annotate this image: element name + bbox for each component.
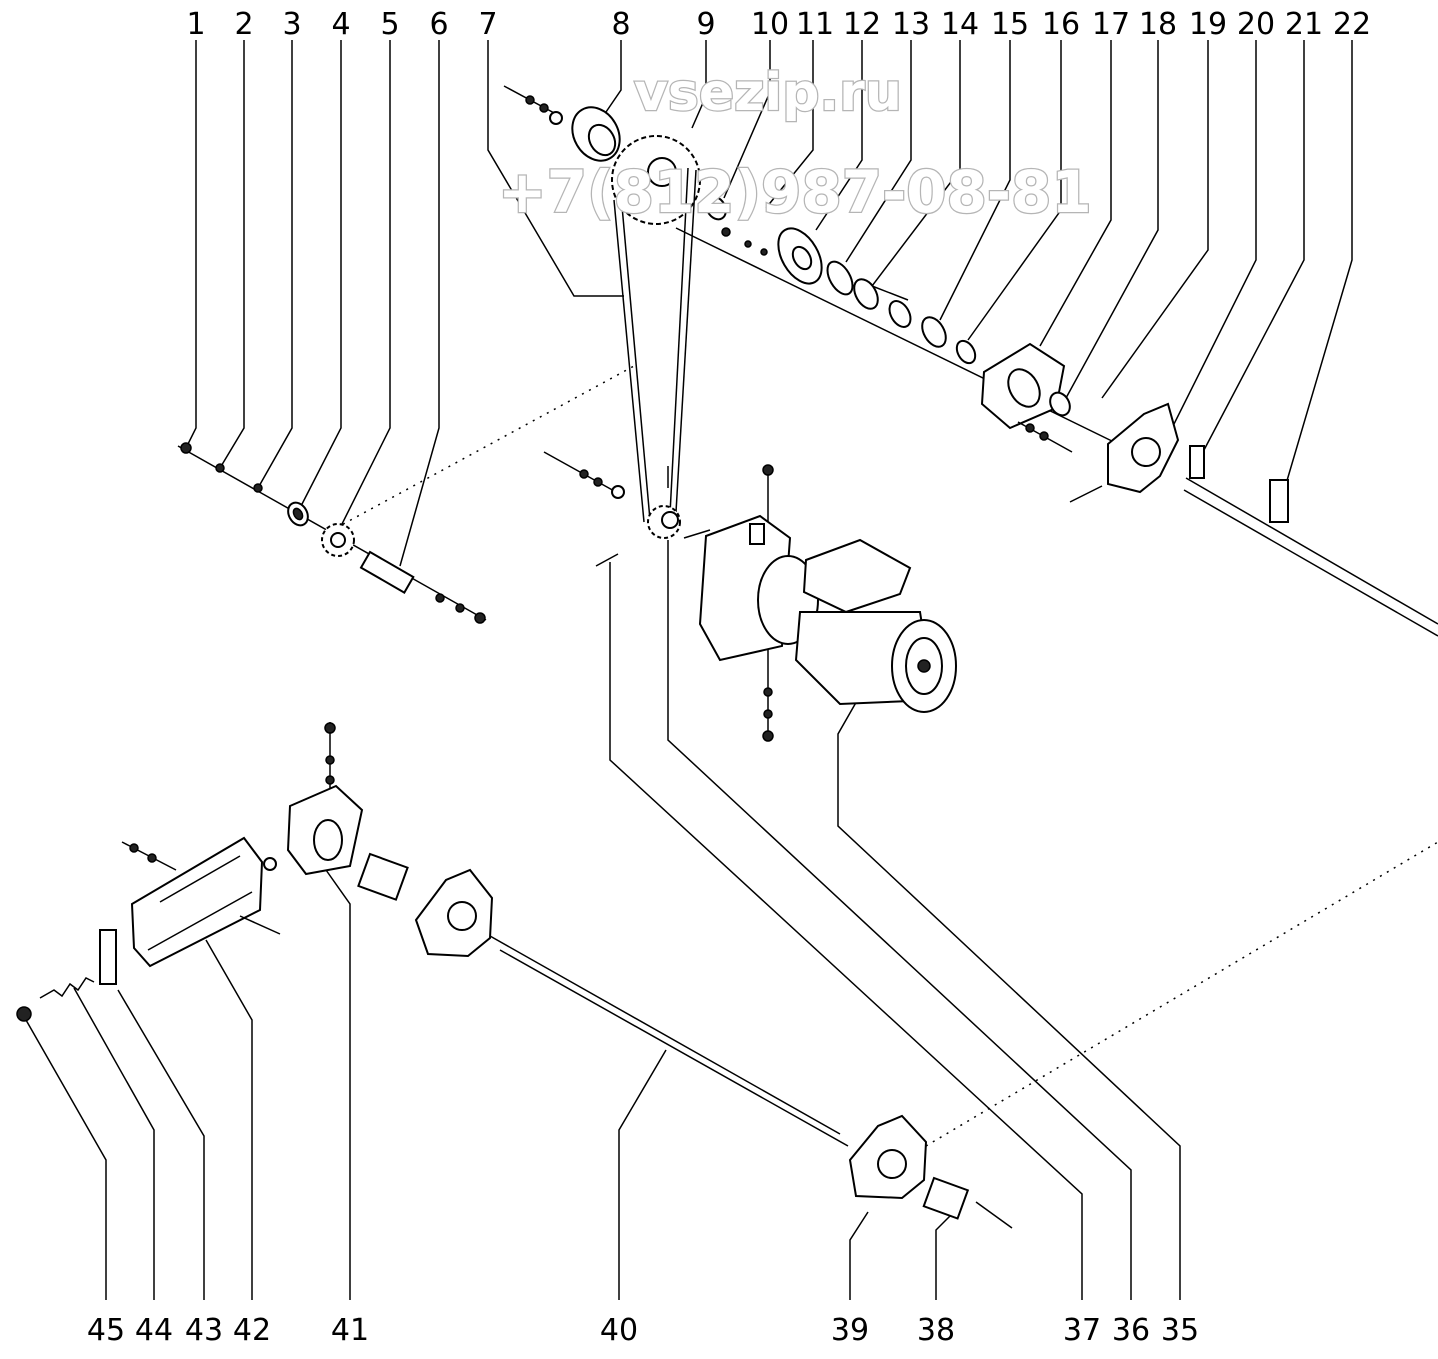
leader-lines-bottom (25, 540, 1181, 1300)
callouts-bottom: 45 44 43 42 41 40 39 38 37 36 35 (87, 1313, 1199, 1348)
callout-12: 12 (843, 7, 881, 42)
callout-16: 16 (1042, 7, 1080, 42)
callout-37: 37 (1063, 1313, 1101, 1348)
callout-9: 9 (696, 7, 715, 42)
tail-tension-assembly (16, 722, 1013, 1229)
callout-5: 5 (380, 7, 399, 42)
head-sprocket-shaft (1069, 402, 1438, 637)
callout-6: 6 (429, 7, 448, 42)
chain-drive (503, 85, 727, 567)
callout-42: 42 (233, 1313, 271, 1348)
callout-38: 38 (917, 1313, 955, 1348)
callout-41: 41 (331, 1313, 369, 1348)
callout-20: 20 (1237, 7, 1275, 42)
callout-14: 14 (941, 7, 979, 42)
callout-43: 43 (185, 1313, 223, 1348)
callout-11: 11 (796, 7, 834, 42)
callout-3: 3 (282, 7, 301, 42)
drive-shaft-bearing-stack (675, 227, 1119, 453)
watermark-phone: +7(812)987-08-81 (498, 158, 1092, 226)
callout-21: 21 (1285, 7, 1323, 42)
watermark-site: vsezip.ru (634, 63, 902, 123)
callout-10: 10 (751, 7, 789, 42)
callout-22: 22 (1333, 7, 1371, 42)
callout-7: 7 (478, 7, 497, 42)
watermark: vsezip.ru +7(812)987-08-81 (497, 62, 1093, 228)
callout-39: 39 (831, 1313, 869, 1348)
callout-40: 40 (600, 1313, 638, 1348)
gear-motor (683, 464, 957, 742)
callout-17: 17 (1092, 7, 1130, 42)
callout-8: 8 (611, 7, 630, 42)
callout-1: 1 (186, 7, 205, 42)
callout-44: 44 (135, 1313, 173, 1348)
callout-18: 18 (1139, 7, 1177, 42)
callout-35: 35 (1161, 1313, 1199, 1348)
leader-lines-top (185, 40, 1353, 567)
callout-13: 13 (892, 7, 930, 42)
callout-19: 19 (1189, 7, 1227, 42)
idler-sprocket-assembly (177, 442, 487, 624)
callout-4: 4 (331, 7, 350, 42)
callout-15: 15 (991, 7, 1029, 42)
callout-45: 45 (87, 1313, 125, 1348)
callouts-top: 1 2 3 4 5 6 7 8 9 10 11 12 13 14 15 16 1… (186, 7, 1371, 42)
callout-2: 2 (234, 7, 253, 42)
assembly-axes (335, 365, 1438, 1147)
callout-36: 36 (1112, 1313, 1150, 1348)
